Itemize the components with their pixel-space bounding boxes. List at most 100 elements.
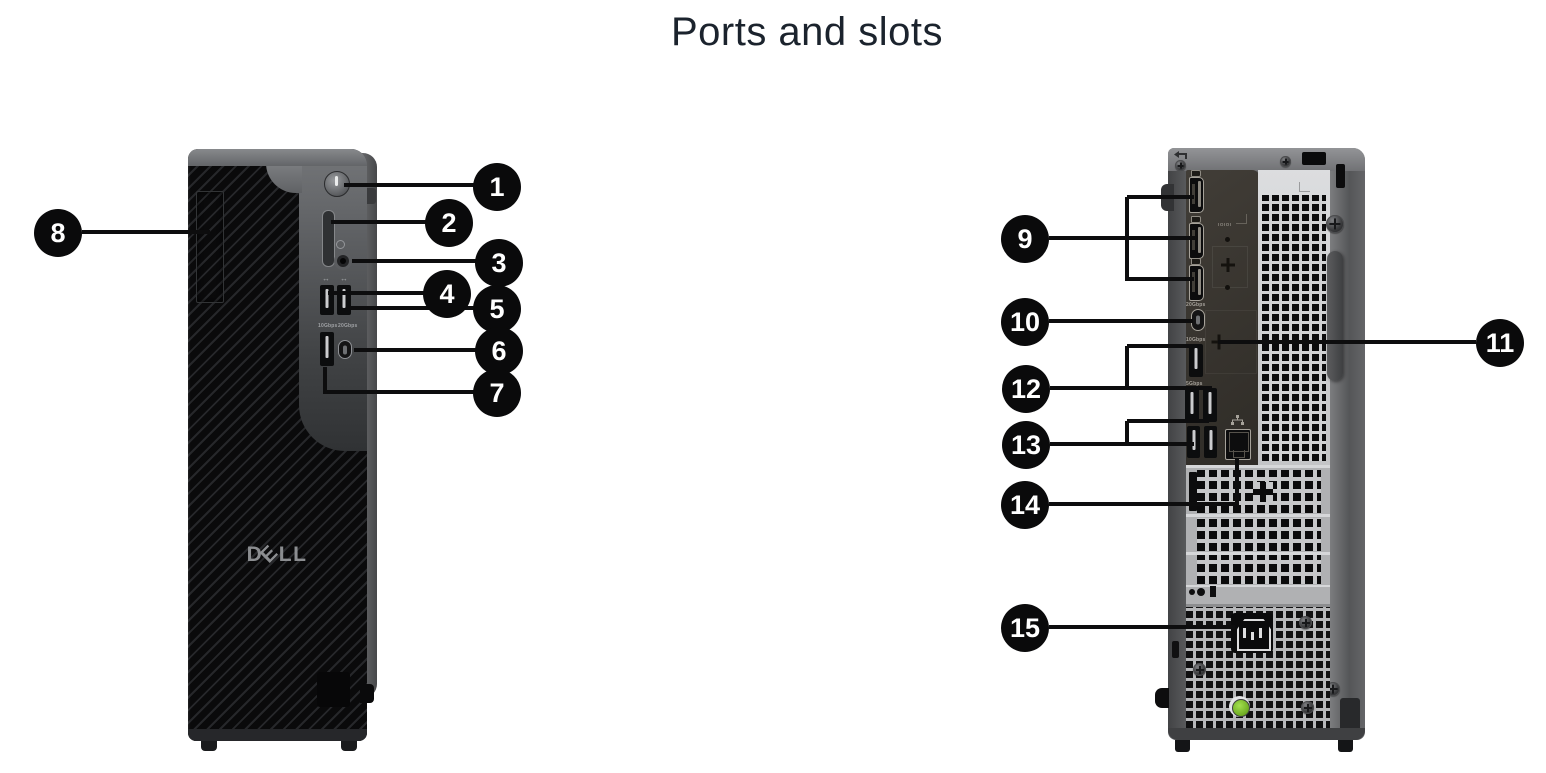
front-foot-left — [201, 741, 217, 751]
headset-jack — [334, 252, 352, 270]
expansion-slot-cover-3 — [1197, 555, 1321, 584]
c14-pin — [1243, 628, 1246, 638]
optical-drive-eject-hole — [212, 295, 215, 298]
callout-2-line — [331, 220, 426, 224]
usbc-speed-label: 20Gbps — [1186, 302, 1206, 308]
slot-screw-cross — [1253, 482, 1273, 502]
screw — [1299, 616, 1312, 629]
front-usb-c-port — [338, 340, 352, 359]
chassis-slot-hole — [1210, 586, 1216, 597]
callout-11-line — [1218, 340, 1476, 344]
alignment-mark — [1299, 182, 1310, 192]
screw — [1326, 215, 1344, 233]
vent-grid — [1262, 195, 1326, 461]
displayport-icon — [1191, 216, 1201, 223]
power-icon — [335, 176, 338, 186]
callout-13-line — [1050, 442, 1194, 446]
usb-speed-label: 10Gbps — [1186, 337, 1206, 343]
dell-logo: DELL — [236, 540, 318, 569]
jack-hole — [340, 258, 346, 264]
callout-7-line — [323, 367, 327, 394]
callout-15-line — [1049, 625, 1235, 629]
right-edge-slot — [1336, 164, 1345, 188]
back-usb-port-5g-2 — [1203, 388, 1217, 422]
back-usb2-port-2 — [1204, 426, 1217, 458]
usb-powershare-icon: ↔ — [340, 274, 349, 283]
headset-icon — [336, 240, 345, 249]
callout-8-line — [82, 230, 210, 234]
callout-5-front-usb-port-2: 5 — [473, 285, 521, 333]
top-latch — [1302, 152, 1326, 165]
c14-outline — [1237, 619, 1271, 651]
c14-pin — [1259, 628, 1262, 638]
page-title: Ports and slots — [670, 10, 944, 54]
displayport-icon — [1191, 258, 1201, 265]
callout-10-back-usb-c-port: 10 — [1001, 298, 1049, 346]
front-bottom-band — [188, 729, 367, 741]
front-side-nub — [360, 684, 374, 703]
callout-9-display-ports: 9 — [1001, 215, 1049, 263]
usb-icon: ↔ — [322, 274, 331, 283]
optical-drive-bay — [196, 191, 224, 303]
slot-separator — [1186, 514, 1330, 517]
callout-1-line — [344, 183, 474, 187]
display-port-3 — [1189, 265, 1204, 301]
callout-10-line — [1049, 319, 1193, 323]
back-usb-port-10g — [1189, 344, 1203, 377]
front-foot-right — [341, 741, 357, 751]
cross-v — [1260, 482, 1266, 502]
callout-13-line — [1127, 419, 1209, 423]
callout-3-headset-jack: 3 — [475, 239, 523, 287]
usb-speed-label: 5Gbps — [1186, 381, 1203, 387]
chassis-hole — [1197, 588, 1205, 596]
callout-7-front-usb-port-3: 7 — [473, 369, 521, 417]
sd-card-slot — [322, 210, 335, 267]
slot-separator — [1186, 552, 1330, 555]
callout-4-front-usb-port-1: 4 — [423, 270, 471, 318]
back-foot-left — [1175, 740, 1190, 752]
back-usb-port-5g-1 — [1185, 388, 1199, 422]
callout-1-power-button: 1 — [473, 163, 521, 211]
callout-3-line — [352, 259, 476, 263]
side-panel-notch — [366, 188, 376, 204]
callout-8-optical-drive: 8 — [34, 209, 82, 257]
knockout-dot — [1225, 285, 1230, 290]
io-panel-outline-a — [1212, 246, 1248, 288]
chassis-hole — [1189, 589, 1195, 595]
callout-2-sd-card-slot: 2 — [425, 199, 473, 247]
front-usbc-speed-label: 20Gbps — [338, 323, 358, 329]
rj45-inner — [1229, 432, 1249, 452]
callout-9-line — [1127, 277, 1194, 281]
screw — [1193, 663, 1206, 676]
logo-letter: L — [278, 543, 294, 566]
back-bottom-band — [1168, 728, 1365, 740]
callout-14-line — [1049, 502, 1239, 506]
c14-pin — [1251, 632, 1254, 640]
callout-12-line — [1127, 344, 1192, 348]
logo-letter: D — [246, 543, 264, 566]
callout-5-line — [347, 306, 474, 310]
slot-separator — [1186, 585, 1330, 587]
front-top-edge — [188, 149, 367, 166]
expansion-slot-cover-2 — [1197, 518, 1321, 551]
callout-13-back-usb2-ports: 13 — [1002, 421, 1050, 469]
alignment-mark — [1236, 214, 1247, 224]
callout-12-back-usb-ports: 12 — [1002, 365, 1050, 413]
callout-9-line — [1049, 236, 1196, 240]
ac-power-connector — [1231, 613, 1273, 653]
callout-6-front-usb-c-port: 6 — [475, 327, 523, 375]
front-usb-speed-label: 10Gbps — [318, 323, 338, 329]
back-foot-right — [1338, 740, 1353, 752]
logo-letter: L — [293, 543, 308, 566]
screw — [1301, 701, 1314, 714]
callout-6-line — [354, 348, 476, 352]
front-usb-port-3 — [320, 332, 334, 366]
display-port-2 — [1189, 223, 1204, 259]
left-edge-slot — [1172, 641, 1179, 658]
led-green — [1231, 698, 1250, 717]
callout-9-line — [1125, 197, 1129, 281]
left-edge-knob — [1155, 688, 1169, 708]
